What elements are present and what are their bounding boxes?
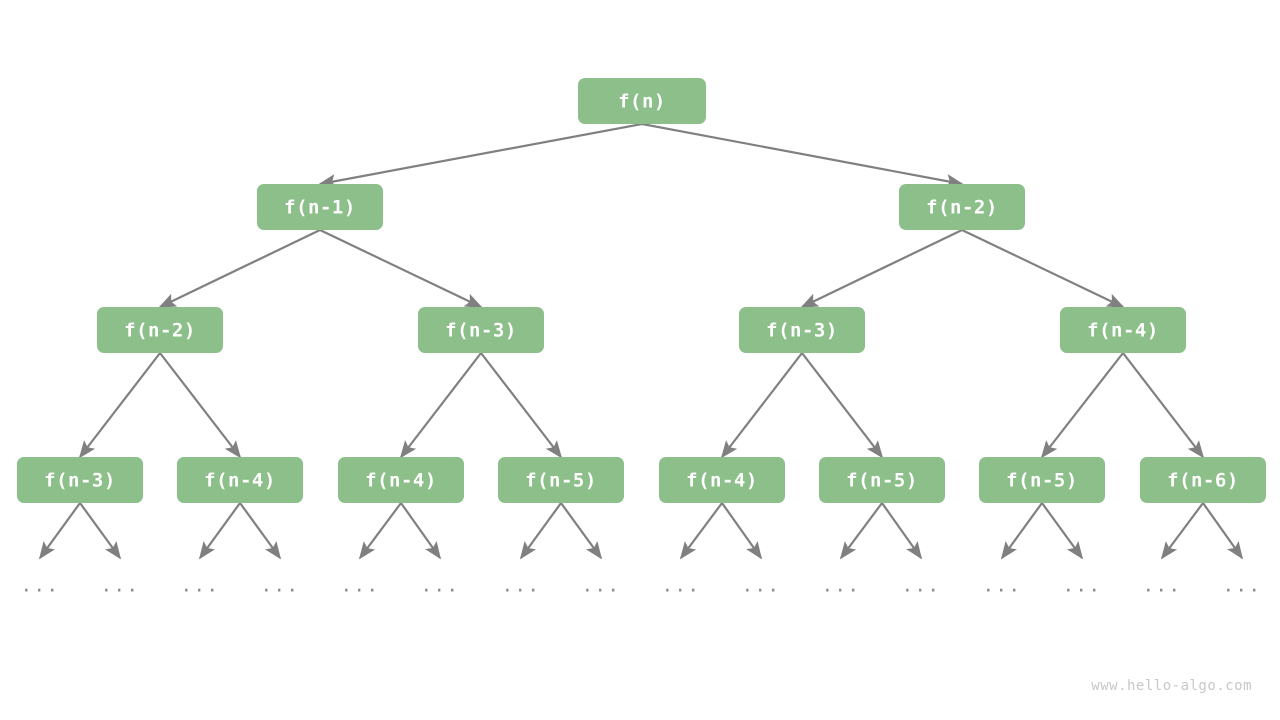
tree-node[interactable]: f(n-3)	[17, 457, 143, 503]
leaf-edges-layer	[38, 502, 1244, 560]
tree-node[interactable]: f(n-4)	[1060, 307, 1186, 353]
tree-node-box	[257, 184, 383, 230]
tree-node-label: f(n-5)	[525, 470, 597, 492]
tree-leaf-edge	[1000, 502, 1043, 560]
ellipsis-marker: ...	[822, 575, 861, 597]
tree-node-label: f(n-6)	[1167, 470, 1239, 492]
ellipsis-marker: ...	[341, 575, 380, 597]
tree-edge	[319, 229, 483, 308]
tree-leaf-edge	[839, 502, 883, 560]
tree-leaf-edge	[239, 502, 282, 560]
ellipsis-marker: ...	[582, 575, 621, 597]
ellipsis-marker: ...	[261, 575, 300, 597]
tree-node-box	[659, 457, 785, 503]
tree-edge	[159, 352, 242, 459]
tree-node-label: f(n-4)	[686, 470, 758, 492]
tree-edge	[641, 122, 964, 189]
tree-node-box	[819, 457, 945, 503]
tree-leaf-edge	[560, 502, 603, 560]
tree-node[interactable]: f(n-2)	[97, 307, 223, 353]
tree-node[interactable]: f(n)	[578, 78, 706, 124]
ellipsis-marker: ...	[983, 575, 1022, 597]
tree-leaf-edge	[519, 502, 562, 560]
tree-node-box	[338, 457, 464, 503]
tree-leaf-edge	[400, 502, 442, 560]
tree-node[interactable]: f(n-5)	[979, 457, 1105, 503]
tree-leaf-edge	[198, 502, 241, 560]
ellipsis-marker: ...	[742, 575, 781, 597]
ellipsis-marker: ...	[21, 575, 60, 597]
tree-edge	[318, 122, 643, 189]
tree-node-box	[578, 78, 706, 124]
tree-leaf-edge	[679, 502, 723, 560]
tree-leaf-edge	[1041, 502, 1084, 560]
tree-node-box	[498, 457, 624, 503]
tree-node-label: f(n-4)	[204, 470, 276, 492]
ellipsis-marker: ...	[1063, 575, 1102, 597]
tree-node[interactable]: f(n-4)	[659, 457, 785, 503]
ellipsis-marker: ...	[502, 575, 541, 597]
ellipsis-marker: ...	[421, 575, 460, 597]
tree-node-box	[979, 457, 1105, 503]
tree-edge	[78, 352, 161, 459]
tree-leaf-edge	[1160, 502, 1204, 560]
ellipsis-marker: ...	[902, 575, 941, 597]
tree-node[interactable]: f(n-3)	[739, 307, 865, 353]
tree-node-box	[1140, 457, 1266, 503]
ellipsis-layer: ........................................…	[21, 575, 1262, 597]
tree-leaf-edge	[881, 502, 923, 560]
tree-node-label: f(n-3)	[766, 320, 838, 342]
tree-edge	[800, 229, 963, 308]
tree-node-label: f(n-4)	[1087, 320, 1159, 342]
tree-edge	[1040, 352, 1124, 459]
tree-node-label: f(n-4)	[365, 470, 437, 492]
tree-edge	[480, 352, 563, 459]
tree-edge	[158, 229, 321, 308]
tree-edge	[801, 352, 884, 459]
tree-node-label: f(n-1)	[284, 197, 356, 219]
tree-leaf-edge	[79, 502, 122, 560]
ellipsis-marker: ...	[662, 575, 701, 597]
tree-node-label: f(n)	[618, 91, 666, 113]
tree-leaf-edge	[1202, 502, 1244, 560]
tree-node-box	[899, 184, 1025, 230]
ellipsis-marker: ...	[1143, 575, 1182, 597]
tree-node-label: f(n-5)	[846, 470, 918, 492]
tree-edge	[961, 229, 1125, 308]
edges-layer	[78, 122, 1205, 459]
tree-edge	[1122, 352, 1205, 459]
tree-node-box	[418, 307, 544, 353]
tree-node-box	[97, 307, 223, 353]
tree-edge	[399, 352, 482, 459]
tree-node-box	[739, 307, 865, 353]
tree-edge	[720, 352, 803, 459]
tree-node-box	[177, 457, 303, 503]
tree-node-box	[1060, 307, 1186, 353]
tree-leaf-edge	[721, 502, 763, 560]
tree-node[interactable]: f(n-5)	[819, 457, 945, 503]
tree-node-label: f(n-3)	[44, 470, 116, 492]
tree-node-label: f(n-3)	[445, 320, 517, 342]
ellipsis-marker: ...	[101, 575, 140, 597]
tree-node-box	[17, 457, 143, 503]
tree-node[interactable]: f(n-5)	[498, 457, 624, 503]
watermark: www.hello-algo.com	[1091, 678, 1252, 694]
tree-node[interactable]: f(n-1)	[257, 184, 383, 230]
tree-node[interactable]: f(n-6)	[1140, 457, 1266, 503]
ellipsis-marker: ...	[181, 575, 220, 597]
tree-node-label: f(n-2)	[124, 320, 196, 342]
tree-leaf-edge	[358, 502, 402, 560]
nodes-layer: f(n) f(n-1) f(n-2) f(n-2) f(n-3) f(n-3) f(n-4)…	[17, 78, 1266, 503]
tree-node[interactable]: f(n-4)	[177, 457, 303, 503]
ellipsis-marker: ...	[1223, 575, 1262, 597]
tree-node-label: f(n-5)	[1006, 470, 1078, 492]
tree-node[interactable]: f(n-3)	[418, 307, 544, 353]
tree-leaf-edge	[38, 502, 81, 560]
tree-node[interactable]: f(n-2)	[899, 184, 1025, 230]
tree-node[interactable]: f(n-4)	[338, 457, 464, 503]
tree-node-label: f(n-2)	[926, 197, 998, 219]
